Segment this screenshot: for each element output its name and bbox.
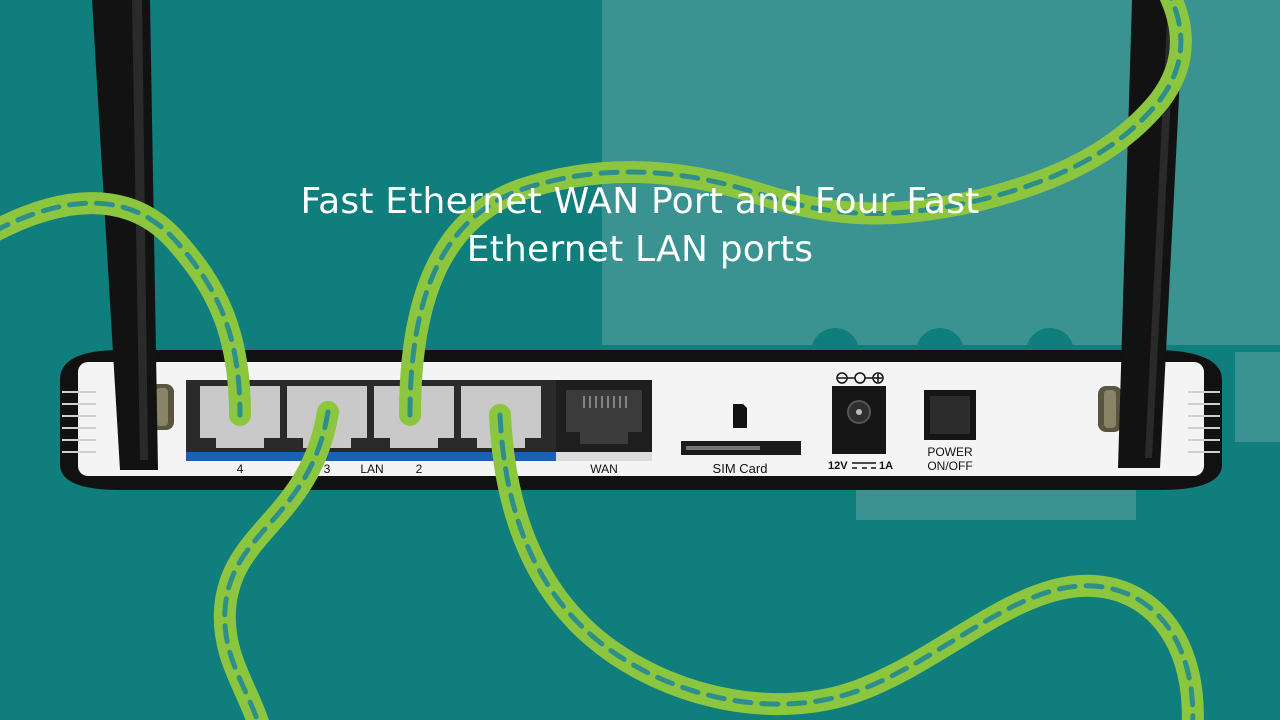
vent-stripes-left xyxy=(62,391,96,453)
label-sim-card: SIM Card xyxy=(713,461,768,476)
sim-card-icon xyxy=(733,404,747,428)
lan-strip xyxy=(186,452,556,461)
label-lan: LAN xyxy=(360,462,383,476)
ethernet-cables xyxy=(0,0,1204,720)
antenna-left-highlight xyxy=(132,0,148,460)
antenna-right-highlight xyxy=(1145,0,1176,458)
power-button-face xyxy=(930,396,970,434)
label-current: 1A xyxy=(879,460,893,472)
wan-port xyxy=(566,390,642,444)
cable-lan-1 xyxy=(489,404,1204,720)
label-voltage: 12V xyxy=(828,460,848,472)
router: 4 3 LAN 2 WAN SIM Card 12V 1A POWER ON/O… xyxy=(60,350,1222,490)
power-jack-pin xyxy=(856,409,862,415)
label-on-off: ON/OFF xyxy=(927,459,972,473)
wan-port-pins xyxy=(583,396,627,408)
dc-symbol xyxy=(852,462,876,469)
sim-card-slot-opening xyxy=(686,446,760,450)
vent-stripes-right xyxy=(1188,391,1220,453)
antenna-mount-right xyxy=(1098,386,1122,432)
caption-line-2: Ethernet LAN ports xyxy=(466,229,814,270)
label-power: POWER xyxy=(927,445,973,459)
wan-strip xyxy=(556,452,652,461)
label-lan-4: 4 xyxy=(237,462,244,476)
background-light-edge xyxy=(1235,352,1280,442)
label-lan-2: 2 xyxy=(416,462,423,476)
caption-line-1: Fast Ethernet WAN Port and Four Fast xyxy=(300,181,980,222)
caption: Fast Ethernet WAN Port and Four Fast Eth… xyxy=(0,178,1280,274)
polarity-icon xyxy=(836,372,884,384)
label-lan-3: 3 xyxy=(324,462,331,476)
label-wan: WAN xyxy=(590,462,618,476)
